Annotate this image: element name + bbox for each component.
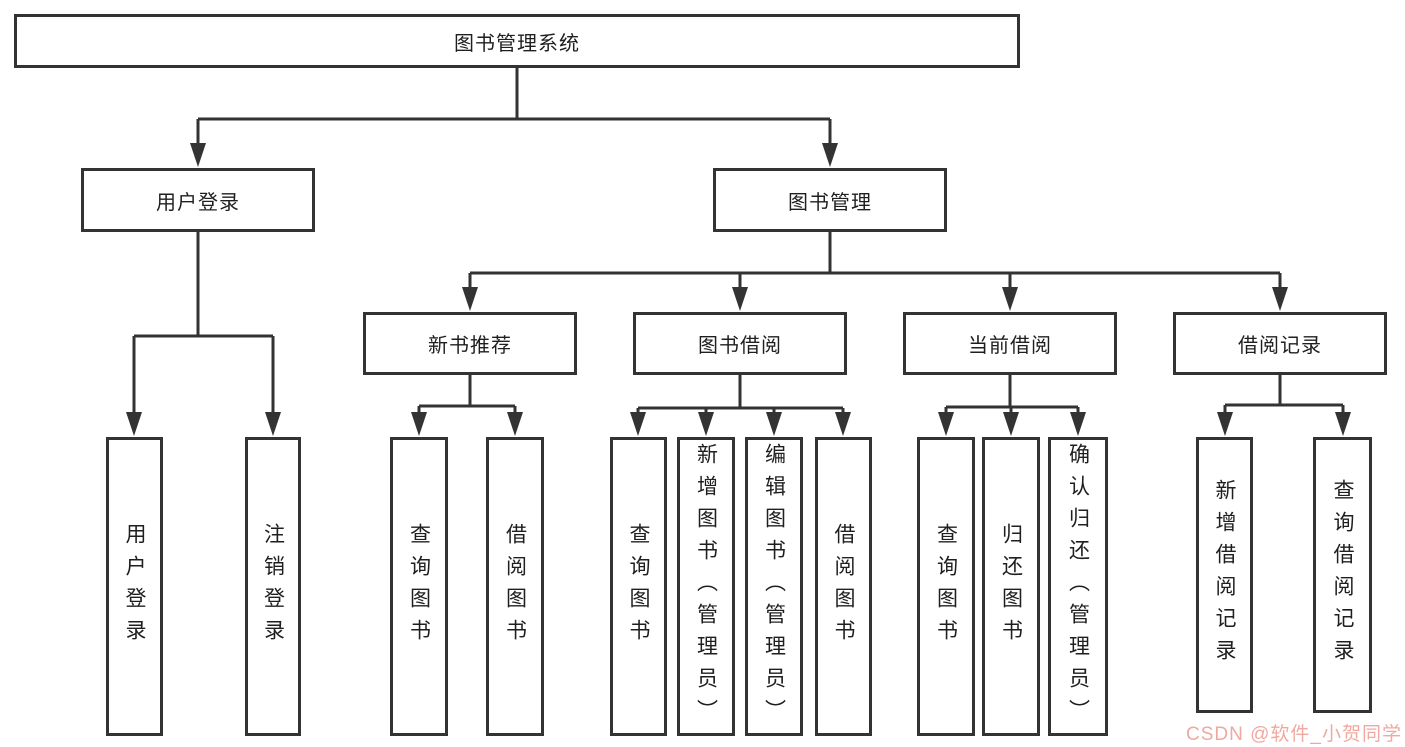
leaf-borrow-books-recommend: 借阅图书 <box>486 437 544 736</box>
leaf-query-books-borrowing: 查询图书 <box>610 437 667 736</box>
tree-edges <box>132 66 1345 414</box>
leaf-query-borrow-record: 查询借阅记录 <box>1313 437 1372 713</box>
node-label: 新书推荐 <box>428 335 512 357</box>
node-label: 查询借阅记录 <box>1331 479 1354 671</box>
leaf-user-login: 用户登录 <box>106 437 163 736</box>
node-label: 借阅图书 <box>832 522 855 651</box>
node-label: 用户登录 <box>156 191 240 214</box>
node-label: 新增借阅记录 <box>1213 479 1236 671</box>
node-book-management: 图书管理 <box>713 168 947 232</box>
arrow-heads <box>126 143 1351 436</box>
csdn-watermark: CSDN @软件_小贺同学 <box>1186 724 1402 745</box>
node-label: 查询图书 <box>627 522 650 651</box>
node-label: 确认归还（管理员） <box>1066 442 1090 731</box>
leaf-logout: 注销登录 <box>245 437 301 736</box>
leaf-add-book-admin: 新增图书（管理员） <box>677 437 735 736</box>
node-book-borrowing: 图书借阅 <box>633 312 847 375</box>
leaf-query-books-current: 查询图书 <box>917 437 975 736</box>
leaf-confirm-return-admin: 确认归还（管理员） <box>1048 437 1108 736</box>
node-label: 当前借阅 <box>968 335 1052 357</box>
leaf-borrow-books-borrowing: 借阅图书 <box>815 437 872 736</box>
node-label: 用户登录 <box>123 522 146 651</box>
node-label: 编辑图书（管理员） <box>762 442 786 731</box>
node-label: 新增图书（管理员） <box>694 442 718 731</box>
node-borrowing-records: 借阅记录 <box>1173 312 1387 375</box>
node-label: 图书管理 <box>788 191 872 214</box>
node-label: 查询图书 <box>934 522 958 651</box>
leaf-query-books-recommend: 查询图书 <box>390 437 448 736</box>
node-label: 注销登录 <box>261 522 285 651</box>
node-label: 归还图书 <box>999 522 1023 651</box>
node-new-book-recommend: 新书推荐 <box>363 312 577 375</box>
leaf-add-borrow-record: 新增借阅记录 <box>1196 437 1253 713</box>
node-user-login-branch: 用户登录 <box>81 168 315 232</box>
node-label: 借阅记录 <box>1238 335 1322 357</box>
leaf-return-books: 归还图书 <box>982 437 1040 736</box>
leaf-edit-book-admin: 编辑图书（管理员） <box>745 437 803 736</box>
node-label: 借阅图书 <box>503 522 527 651</box>
node-label: 查询图书 <box>407 522 431 651</box>
node-library-system: 图书管理系统 <box>14 14 1020 68</box>
node-current-borrowing: 当前借阅 <box>903 312 1117 375</box>
node-label: 图书借阅 <box>698 335 782 357</box>
node-label: 图书管理系统 <box>454 32 580 55</box>
